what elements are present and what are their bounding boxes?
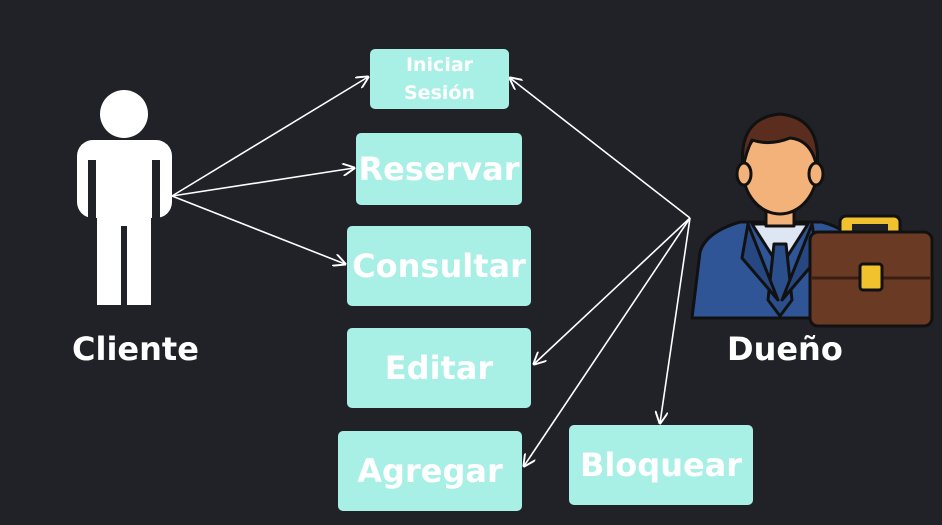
cliente-icon-gaps: [88, 160, 160, 306]
use-case-reservar[interactable]: Reservar: [356, 133, 522, 205]
use-case-bloquear[interactable]: Bloquear: [569, 425, 753, 505]
arrow-cliente-consultar: [171, 195, 345, 264]
actor-label-dueno: Dueño: [727, 330, 843, 368]
arrow-dueno-agregar: [524, 217, 691, 466]
use-case-agregar-label: Agregar: [357, 452, 503, 490]
use-case-agregar[interactable]: Agregar: [338, 431, 522, 511]
use-case-editar-label: Editar: [384, 349, 494, 387]
arrow-cliente-reservar: [171, 168, 354, 197]
use-case-consultar-label: Consultar: [352, 247, 526, 285]
use-case-iniciar-sesion[interactable]: Iniciar Sesión: [370, 49, 509, 109]
arrow-cliente-iniciar-sesion: [171, 77, 368, 197]
use-case-iniciar-sesion-label: Iniciar Sesión: [404, 54, 475, 104]
use-case-reservar-label: Reservar: [358, 150, 520, 188]
briefcase-icon: [808, 214, 934, 328]
arrow-dueno-editar: [534, 217, 691, 364]
use-case-bloquear-label: Bloquear: [579, 446, 743, 484]
cliente-icon: [77, 90, 172, 305]
arrow-dueno-iniciar-sesion: [510, 78, 691, 219]
cliente-associations: [171, 77, 368, 264]
actor-label-cliente: Cliente: [72, 330, 199, 368]
use-case-editar[interactable]: Editar: [347, 328, 531, 408]
arrow-dueno-bloquear: [660, 217, 691, 423]
use-case-consultar[interactable]: Consultar: [347, 226, 531, 306]
dueno-associations: [510, 78, 691, 466]
